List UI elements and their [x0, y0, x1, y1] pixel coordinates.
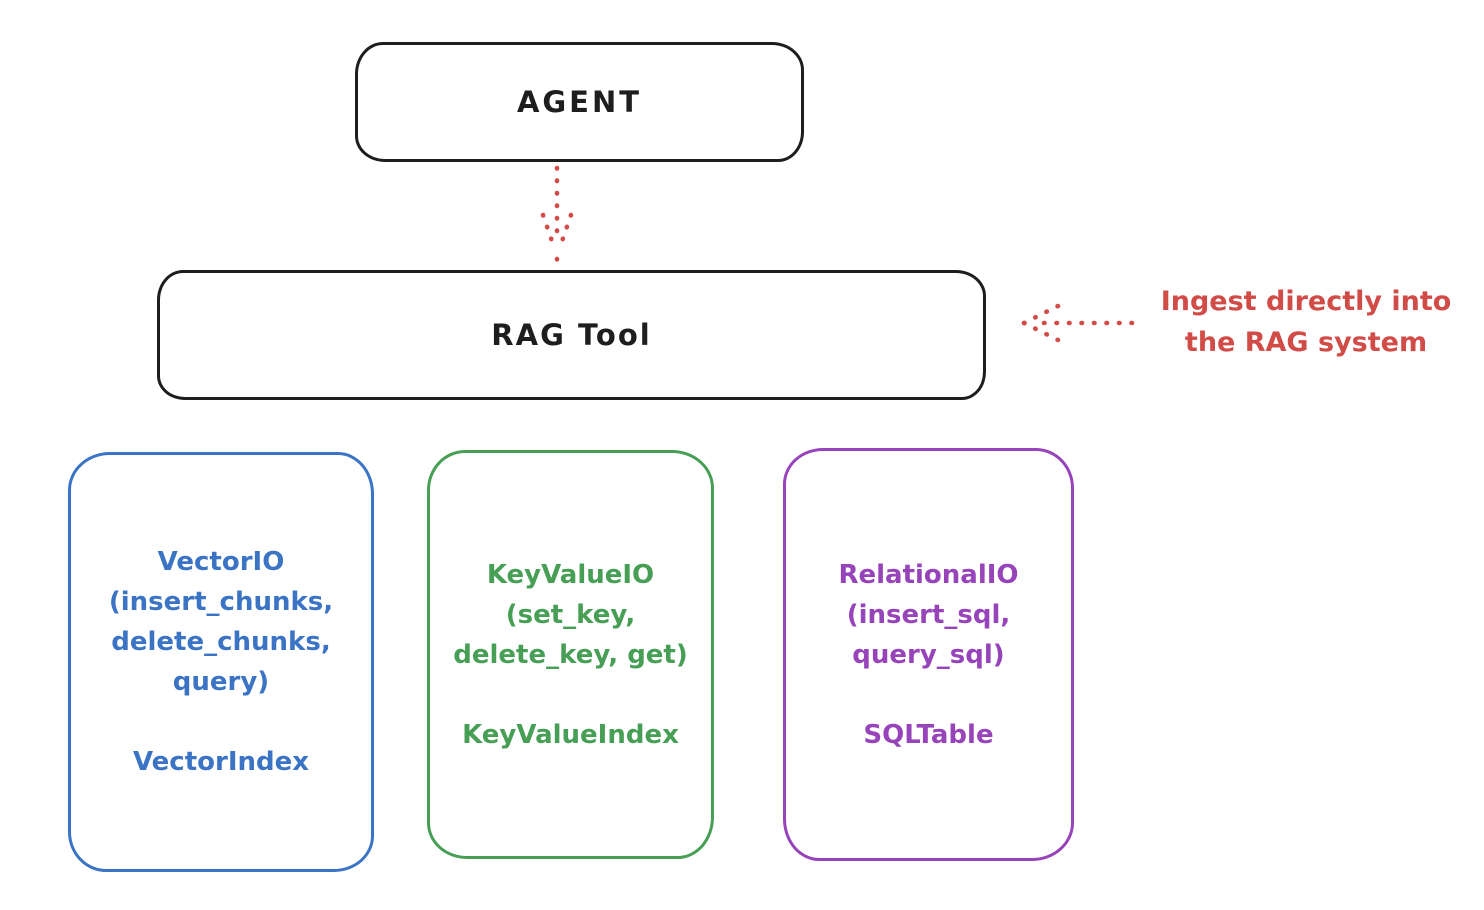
keyvalue-io-index-label: KeyValueIndex	[462, 719, 679, 750]
line-spacer	[109, 702, 333, 742]
agent-node-label: AGENT	[516, 85, 643, 119]
line-spacer	[838, 675, 1018, 715]
keyvalue-io-line: (set_key,	[505, 599, 636, 630]
annotation-to-rag-arrow-icon	[1021, 303, 1135, 343]
rag-tool-node-label: RAG Tool	[491, 318, 652, 352]
relational-io-index-label: SQLTable	[863, 719, 994, 750]
vector-io-line: VectorIO	[157, 547, 285, 577]
rag-tool-node: RAG Tool	[157, 270, 986, 400]
agent-node: AGENT	[355, 42, 804, 162]
keyvalue-io-box: KeyValueIO (set_key, delete_key, get) Ke…	[427, 450, 714, 859]
ingest-annotation-line2: the RAG system	[1184, 327, 1428, 358]
vector-io-line: delete_chunks,	[111, 627, 331, 657]
keyvalue-io-text: KeyValueIO (set_key, delete_key, get) Ke…	[453, 555, 688, 755]
vector-io-index-label: VectorIndex	[132, 747, 310, 777]
relational-io-line: query_sql)	[852, 639, 1005, 670]
vector-io-text: VectorIO (insert_chunks, delete_chunks, …	[109, 542, 333, 782]
ingest-annotation: Ingest directly into the RAG system	[1130, 281, 1482, 363]
vector-io-box: VectorIO (insert_chunks, delete_chunks, …	[68, 452, 374, 872]
relational-io-text: RelationalIO (insert_sql, query_sql) SQL…	[838, 555, 1018, 755]
relational-io-line: (insert_sql,	[846, 599, 1011, 630]
keyvalue-io-line: KeyValueIO	[486, 559, 655, 590]
relational-io-line: RelationalIO	[838, 559, 1019, 590]
vector-io-line: (insert_chunks,	[108, 587, 334, 617]
ingest-annotation-line1: Ingest directly into	[1160, 286, 1452, 317]
agent-to-rag-arrow-icon	[540, 165, 574, 262]
line-spacer	[453, 675, 688, 715]
keyvalue-io-line: delete_key, get)	[453, 639, 688, 670]
relational-io-box: RelationalIO (insert_sql, query_sql) SQL…	[783, 448, 1074, 861]
vector-io-line: query)	[172, 667, 270, 697]
